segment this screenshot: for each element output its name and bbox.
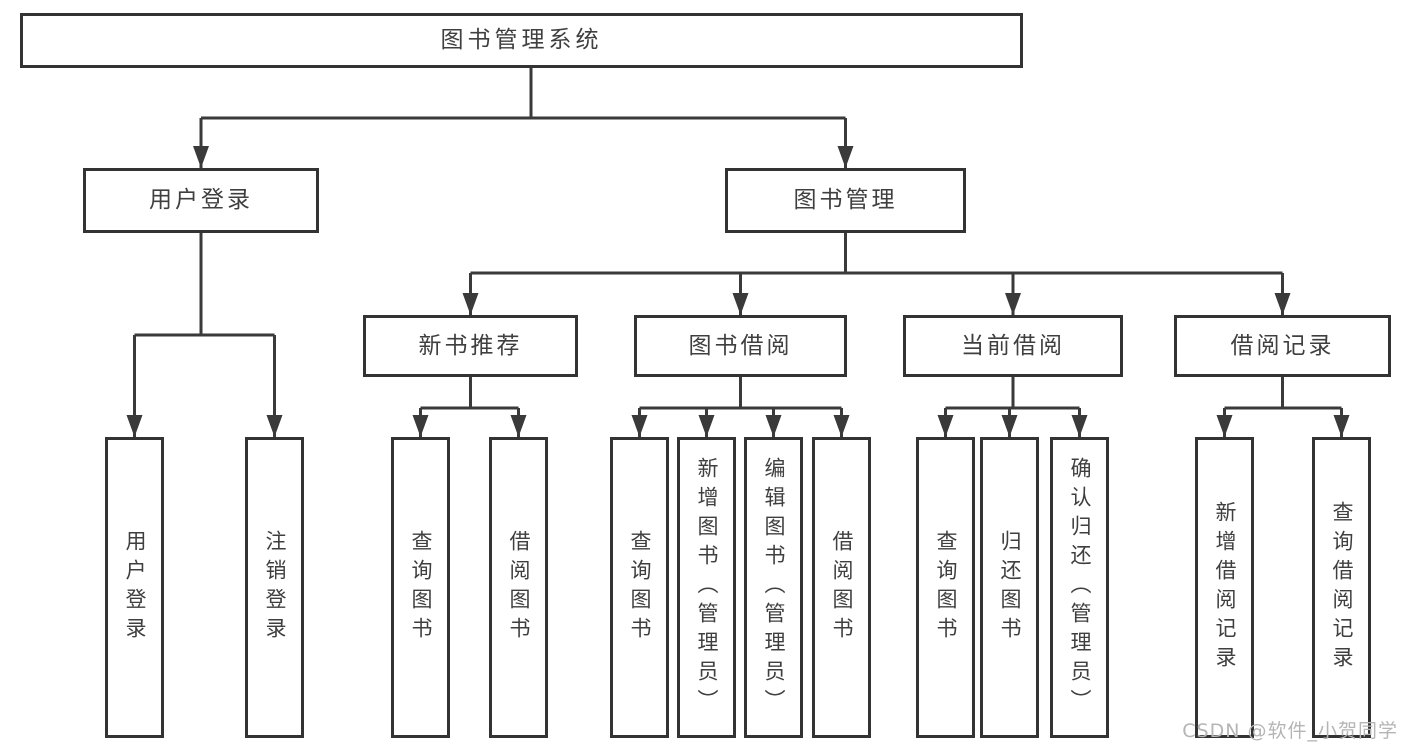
- leaf-borrow-books-1-label: 借阅图书: [507, 529, 531, 646]
- leaf-query-books-1-label: 查询图书: [409, 529, 433, 646]
- connector-book-mgmt: [469, 233, 1284, 315]
- leaf-query-books-3: 查询图书: [916, 437, 975, 738]
- node-user-login: 用户登录: [83, 168, 319, 233]
- node-new-book-recommend-label: 新书推荐: [418, 332, 523, 359]
- leaf-edit-book-admin: 编辑图书（管理员）: [744, 437, 803, 738]
- arrowhead: [266, 415, 283, 437]
- arrowhead: [412, 415, 429, 437]
- leaf-query-books-1: 查询图书: [391, 437, 450, 738]
- arrowhead: [1216, 415, 1233, 437]
- leaf-confirm-return-admin: 确认归还（管理员）: [1050, 437, 1109, 738]
- arrowhead: [1071, 415, 1088, 437]
- arrowhead: [837, 146, 854, 168]
- arrowhead: [126, 415, 143, 437]
- node-book-management-label: 图书管理: [793, 187, 898, 213]
- node-root: 图书管理系统: [20, 13, 1023, 68]
- leaf-user-login-label: 用户登录: [123, 529, 147, 646]
- node-new-book-recommend: 新书推荐: [363, 315, 578, 377]
- leaf-query-borrow-record: 查询借阅记录: [1312, 437, 1371, 738]
- node-root-label: 图书管理系统: [440, 27, 603, 53]
- arrowhead: [631, 415, 648, 437]
- arrowhead: [510, 415, 527, 437]
- leaf-logout: 注销登录: [245, 437, 304, 738]
- node-book-borrow: 图书借阅: [634, 315, 847, 377]
- connector-book-borrow: [638, 377, 843, 437]
- node-current-borrow-label: 当前借阅: [961, 332, 1065, 359]
- leaf-borrow-books-1: 借阅图书: [489, 437, 548, 738]
- arrowhead: [1333, 415, 1350, 437]
- leaf-query-books-2-label: 查询图书: [628, 529, 652, 646]
- arrowhead: [462, 293, 479, 315]
- connector-user-login: [133, 233, 276, 437]
- node-current-borrow: 当前借阅: [903, 315, 1123, 377]
- leaf-add-borrow-record: 新增借阅记录: [1195, 437, 1254, 738]
- leaf-borrow-books-2: 借阅图书: [812, 437, 871, 738]
- arrowhead: [698, 415, 715, 437]
- arrowhead: [833, 415, 850, 437]
- arrowhead: [1001, 415, 1018, 437]
- leaf-add-borrow-record-label: 新增借阅记录: [1213, 500, 1237, 675]
- arrowhead: [193, 146, 209, 168]
- node-borrow-records-label: 借阅记录: [1230, 332, 1335, 359]
- leaf-user-login: 用户登录: [105, 437, 164, 738]
- node-book-management: 图书管理: [725, 168, 966, 233]
- leaf-return-book: 归还图书: [980, 437, 1039, 738]
- leaf-query-books-3-label: 查询图书: [934, 529, 958, 646]
- connector-borrow-rec: [1223, 376, 1343, 437]
- csdn-watermark: CSDN @软件_小贺同学: [1182, 720, 1398, 742]
- leaf-query-borrow-record-label: 查询借阅记录: [1330, 500, 1354, 675]
- connector-new-book: [419, 377, 520, 437]
- node-borrow-records: 借阅记录: [1174, 315, 1391, 377]
- leaf-return-book-label: 归还图书: [998, 529, 1022, 646]
- arrowhead: [1274, 293, 1291, 315]
- connector-cur-borrow: [944, 377, 1081, 437]
- leaf-query-books-2: 查询图书: [610, 437, 669, 738]
- leaf-borrow-books-2-label: 借阅图书: [830, 529, 854, 646]
- leaf-add-book-admin-label: 新增图书（管理员）: [695, 457, 719, 718]
- node-book-borrow-label: 图书借阅: [688, 332, 793, 359]
- leaf-confirm-return-admin-label: 确认归还（管理员）: [1068, 457, 1092, 718]
- arrowhead: [732, 293, 749, 315]
- arrowhead: [1005, 293, 1021, 315]
- leaf-edit-book-admin-label: 编辑图书（管理员）: [762, 457, 786, 718]
- leaf-logout-label: 注销登录: [263, 529, 287, 646]
- leaf-add-book-admin: 新增图书（管理员）: [677, 437, 736, 738]
- connector-root: [199, 68, 847, 168]
- arrowhead: [765, 415, 782, 437]
- arrowhead: [937, 415, 954, 437]
- node-user-login-label: 用户登录: [149, 187, 253, 213]
